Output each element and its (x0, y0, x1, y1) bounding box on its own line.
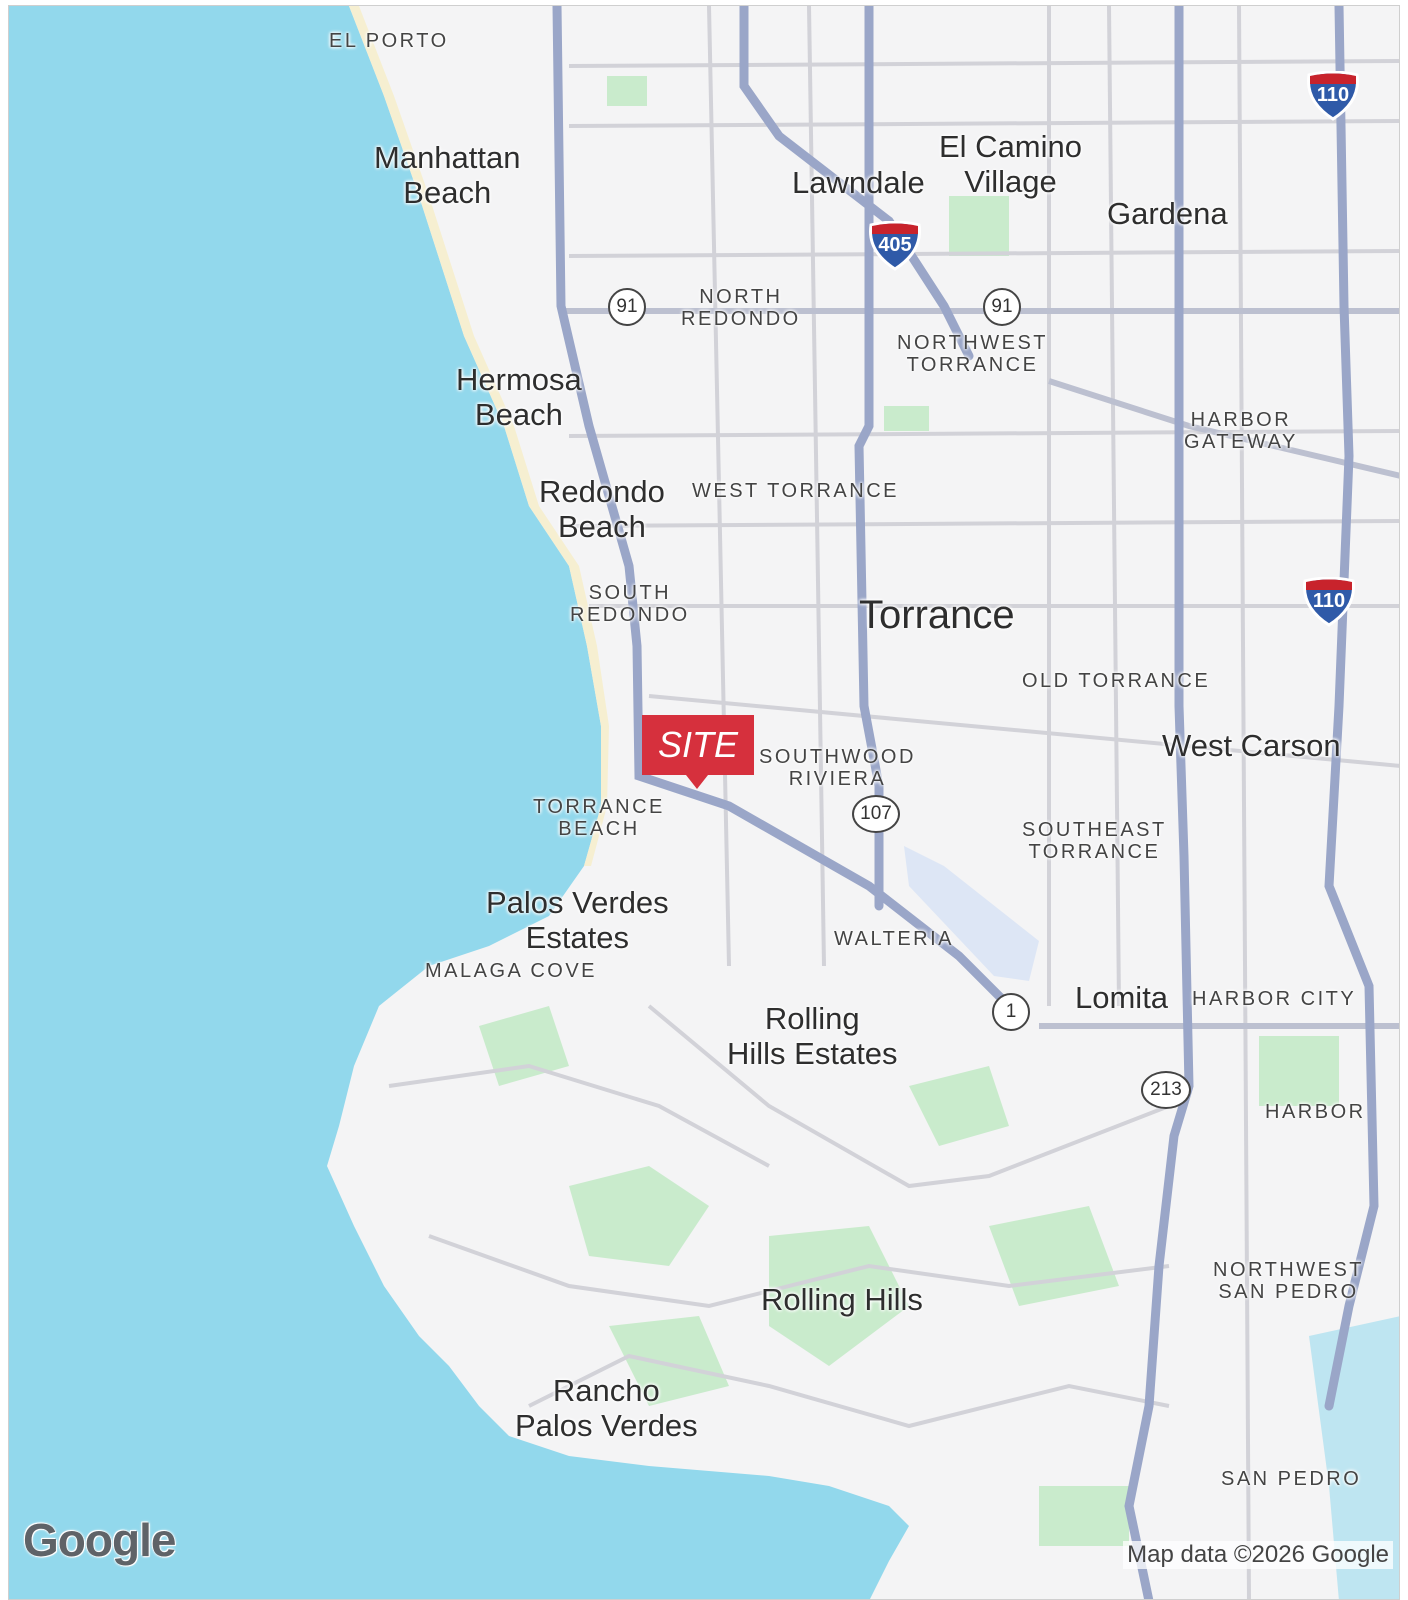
interstate-shield-icon (1307, 70, 1359, 121)
route-1-shield: 1 (992, 993, 1030, 1031)
route-91-west-shield: 91 (608, 288, 646, 326)
neighborhood-label-west-torrance: WEST TORRANCE (692, 480, 899, 502)
interstate-shield-icon (869, 220, 921, 271)
neighborhood-label-san-pedro: SAN PEDRO (1221, 1468, 1362, 1490)
neighborhood-label-el-porto: EL PORTO (329, 30, 449, 52)
site-marker-label: SITE (657, 724, 738, 765)
city-label-west-carson: West Carson (1162, 728, 1341, 763)
map-attribution[interactable]: Map data ©2026 Google (1123, 1541, 1393, 1569)
route-213-shield: 213 (1141, 1071, 1191, 1109)
neighborhood-label-harbor-gateway: HARBOR GATEWAY (1184, 409, 1298, 454)
google-logo: Google (23, 1514, 176, 1566)
map-canvas[interactable]: Manhattan Beach Hermosa Beach Redondo Be… (8, 5, 1400, 1600)
city-label-rolling-hills-estates: Rolling Hills Estates (727, 1001, 898, 1071)
neighborhood-label-old-torrance: OLD TORRANCE (1022, 670, 1211, 692)
city-label-torrance: Torrance (859, 593, 1015, 637)
site-marker[interactable]: SITE (642, 715, 754, 789)
neighborhood-label-southeast-torrance: SOUTHEAST TORRANCE (1022, 819, 1167, 864)
neighborhood-label-harbor-city: HARBOR CITY (1192, 988, 1357, 1010)
city-label-gardena: Gardena (1107, 196, 1228, 231)
city-label-hermosa-beach: Hermosa Beach (456, 362, 582, 432)
city-label-el-camino-village: El Camino Village (939, 129, 1082, 199)
interstate-110-south-number: 110 (1312, 590, 1346, 612)
neighborhood-label-torrance-beach: TORRANCE BEACH (533, 796, 665, 841)
airport (904, 846, 1039, 981)
neighborhood-label-harbor: HARBOR (1265, 1101, 1366, 1123)
route-107-shield: 107 (852, 795, 900, 833)
neighborhood-label-malaga-cove: MALAGA COVE (425, 960, 597, 982)
city-label-manhattan-beach: Manhattan Beach (374, 140, 521, 210)
city-label-redondo-beach: Redondo Beach (539, 474, 665, 544)
neighborhood-label-southwood-riviera: SOUTHWOOD RIVIERA (759, 746, 916, 791)
neighborhood-label-south-redondo: SOUTH REDONDO (570, 582, 690, 627)
neighborhood-label-northwest-san-pedro: NORTHWEST SAN PEDRO (1213, 1259, 1365, 1304)
interstate-110-north-number: 110 (1316, 84, 1350, 106)
ocean (9, 6, 909, 1599)
city-label-lawndale: Lawndale (792, 165, 925, 200)
map-base-layer (9, 6, 1399, 1599)
city-label-rolling-hills: Rolling Hills (761, 1282, 923, 1317)
neighborhood-label-northwest-torrance: NORTHWEST TORRANCE (897, 332, 1049, 377)
neighborhood-label-north-redondo: NORTH REDONDO (681, 286, 801, 331)
interstate-110-south-shield: 110 (1301, 576, 1357, 627)
route-91-east-shield: 91 (983, 288, 1021, 326)
interstate-110-north-shield: 110 (1305, 70, 1361, 121)
interstate-shield-icon (1303, 576, 1355, 627)
neighborhood-label-walteria: WALTERIA (834, 928, 955, 950)
interstate-405-shield: 405 (867, 220, 923, 271)
city-label-rancho-palos-verdes: Rancho Palos Verdes (515, 1373, 698, 1443)
interstate-405-number: 405 (878, 234, 912, 256)
city-label-lomita: Lomita (1075, 980, 1169, 1015)
city-label-palos-verdes-estates: Palos Verdes Estates (486, 885, 669, 955)
